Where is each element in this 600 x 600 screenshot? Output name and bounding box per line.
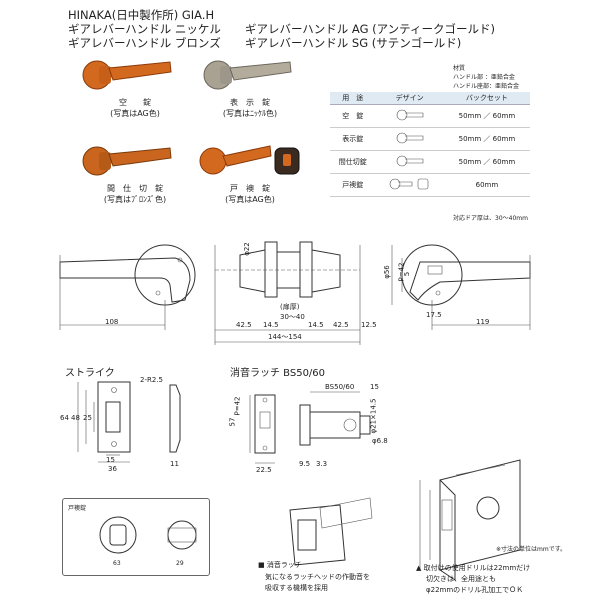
material-title: 材質 [453,65,466,72]
dim-42-5a: 42.5 [236,321,252,329]
unit-note: ※寸法の単位はmmです。 [496,546,567,553]
strike-36: 36 [108,465,117,473]
door-label: (扉厚) [280,303,300,311]
latch-9-5: 9.5 [299,460,311,468]
row-use: 間仕切錠 [330,150,376,174]
material-handle: ハンドル部 ：亜鉛合金 [453,74,515,81]
dim-108: 108 [105,318,119,326]
strike-64: 64 [60,414,69,422]
col-header-use: 用 途 [330,92,376,105]
latch-note-title-text: 消音ラッチ [266,561,302,569]
latch-bs: BS50/60 [325,383,355,391]
product-photo-tobusuma [199,145,300,175]
handle-technical-drawing [59,241,531,345]
dim-119: 119 [476,318,490,326]
dim-17-5: 17.5 [426,311,442,319]
strike-25: 25 [83,414,92,422]
spec-table: 用 途 デザイン バックセット 空 錠 50mm ／ 60mm 表示錠 50mm… [330,92,530,197]
row-backset: 50mm ／ 60mm [443,127,530,151]
product-note-tobusuma: (写真はAG色) [225,195,275,204]
table-row: 戸襖錠 60mm [330,173,530,197]
latch-note-line1: 気になるラッチヘッドの作動音を [265,573,370,581]
strike-11: 11 [170,460,179,468]
dim-42-5b: 42.5 [333,321,349,329]
design-diagram [375,173,444,197]
row-use: 戸襖錠 [330,173,376,197]
material-base: ハンドル座部：亜鉛合金 [453,83,520,90]
door-range: 30～40 [280,313,305,321]
col-header-design: デザイン [375,92,444,105]
product-note-partition: (写真はﾌﾞﾛﾝｽﾞ色) [103,195,167,204]
row-use: 表示錠 [330,127,376,151]
table-footnote: 対応ドア厚は、30～40mm [453,215,528,222]
latch-15: 15 [370,383,379,391]
design-diagram [375,104,444,128]
product-name-tobusuma: 戸 襖 錠 [230,184,270,193]
dim-12-5: 12.5 [361,321,377,329]
product-photo-passage [82,60,172,90]
product-name-privacy: 表 示 錠 [230,98,270,107]
col-header-backset: バックセット [443,92,530,105]
product-name-partition: 間 仕 切 錠 [107,184,163,193]
table-row: 表示錠 50mm ／ 60mm [330,127,530,151]
design-diagram [375,150,444,174]
strike-radius: 2-R2.5 [140,376,163,384]
header-bronze: ギアレバーハンドル ブロンズ [68,36,221,50]
row-backset: 50mm ／ 60mm [443,104,530,128]
row-backset: 60mm [443,173,530,197]
drill-note-line1-text: 取付けの使用ドリルは22mmだけ [423,564,531,572]
header-ag: ギアレバーハンドル AG (アンティークゴールド) [245,22,495,36]
drill-note-line3: φ22mmのドリル孔加工でＯＫ [426,586,524,594]
row-backset: 50mm ／ 60mm [443,150,530,174]
row-use: 空 錠 [330,104,376,128]
design-diagram [375,127,444,151]
latch-note-line2: 吸収する機構を採用 [265,584,328,592]
product-photo-partition [82,146,172,176]
table-row: 空 錠 50mm ／ 60mm [330,104,530,128]
header-sg: ギアレバーハンドル SG (サテンゴールド) [245,36,462,50]
tobusuma-box [62,498,210,576]
strike-48: 48 [71,414,80,422]
tobusuma-title: 戸襖錠 [68,505,87,512]
strike-15: 15 [106,456,115,464]
latch-note-title: ■ 消音ラッチ [258,561,302,569]
latch-title: 消音ラッチ BS50/60 [230,368,326,379]
tobusuma-63: 63 [113,560,121,567]
table-row: 間仕切錠 50mm ／ 60mm [330,150,530,174]
dim-14-5b: 14.5 [308,321,324,329]
product-name-passage: 空 錠 [119,98,151,107]
dim-14-5a: 14.5 [263,321,279,329]
latch-3-3: 3.3 [316,460,328,468]
header-nickel: ギアレバーハンドル ニッケル [68,22,221,36]
latch-phi6-8: φ6.8 [372,437,388,445]
tobusuma-29: 29 [176,560,184,567]
header-brand: HINAKA(日中製作所) GIA.H [68,8,215,22]
product-photo-privacy [203,60,292,90]
strike-title: ストライク [65,368,115,379]
latch-22-5: 22.5 [256,466,272,474]
product-note-passage: (写真はAG色) [110,109,160,118]
product-note-privacy: (写真はﾆｯｹﾙ色) [222,109,278,118]
drill-note-line2: 切欠きは、全用途とも [426,575,496,583]
dim-overall: 144～154 [268,333,302,341]
drill-note-line1: ▲ 取付けの使用ドリルは22mmだけ [416,564,531,572]
